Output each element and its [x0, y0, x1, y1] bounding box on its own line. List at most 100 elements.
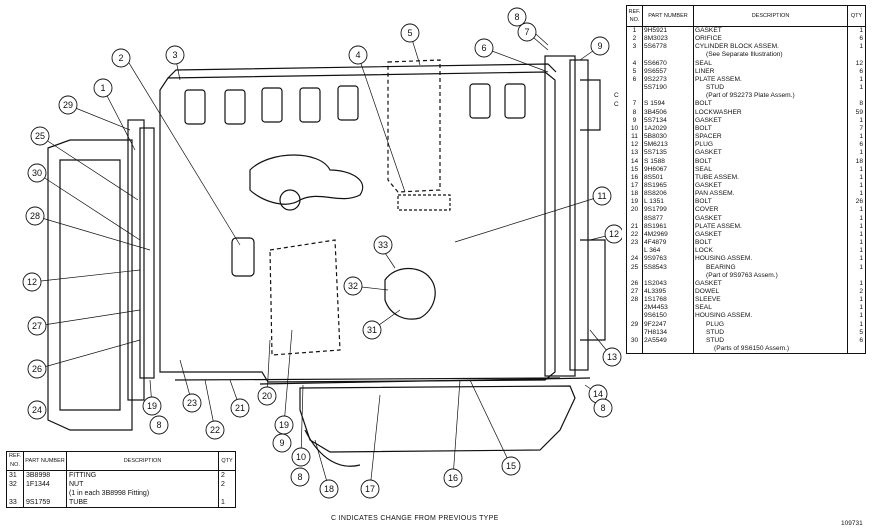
qty-cell: 1	[218, 498, 236, 508]
part-number-cell: 5B8030	[642, 133, 694, 142]
header-description: DESCRIPTION	[66, 451, 219, 471]
ref-cell	[626, 271, 643, 280]
qty-cell: 8	[847, 100, 866, 109]
callout-13: 13	[607, 352, 617, 362]
part-number-cell: 9S1759	[23, 498, 67, 508]
housing-inner	[59, 159, 121, 411]
description-cell: PLUG	[693, 141, 848, 150]
part-number-cell: L 1351	[642, 198, 694, 207]
description-cell: PLATE ASSEM.	[693, 75, 848, 85]
ref-cell: 25	[626, 263, 643, 272]
callout-5: 5	[407, 28, 412, 38]
part-number-cell: S 1588	[642, 157, 694, 166]
description-cell: GASKET	[693, 214, 848, 223]
orifice-part	[231, 237, 255, 277]
description-cell: FITTING	[66, 470, 219, 480]
qty-cell: 1	[847, 26, 866, 36]
ref-cell: 23	[626, 239, 643, 248]
description-cell: GASKET	[693, 116, 848, 125]
table-row: (Part of 9S2273 Plate Assem.)	[626, 92, 866, 101]
part-number-cell: 1F1344	[23, 480, 67, 489]
table-row: (1 in each 3B8998 Fitting)	[6, 489, 236, 498]
part-number-cell: 9S1799	[642, 206, 694, 215]
ref-cell: 22	[626, 230, 643, 240]
ref-cell: 1	[626, 26, 643, 36]
liner-sleeve	[469, 83, 491, 119]
part-number-cell: 7H8134	[642, 328, 694, 337]
callout-8-c: 8	[297, 472, 302, 482]
ref-cell: 18	[626, 190, 643, 199]
callout-21: 21	[235, 403, 245, 413]
table-row: (Part of 9S9763 Assem.)	[626, 271, 866, 280]
callout-23: 23	[187, 398, 197, 408]
description-cell: (Part of 9S2273 Plate Assem.)	[693, 92, 848, 101]
ref-cell: 16	[626, 173, 643, 182]
ref-cell: 32	[6, 480, 24, 489]
flywheel-housing	[47, 139, 133, 431]
description-cell: STUD	[693, 84, 848, 93]
part-number-cell: 1S2043	[642, 279, 694, 288]
ref-cell: 8	[626, 108, 643, 117]
change-mark: C	[614, 101, 619, 108]
qty-cell: 1	[847, 230, 866, 240]
callout-14: 14	[593, 389, 603, 399]
qty-cell: 59	[847, 108, 866, 117]
description-cell: PAN ASSEM.	[693, 190, 848, 199]
part-number-cell: L 364	[642, 247, 694, 256]
ref-cell: 24	[626, 255, 643, 264]
qty-cell: 5	[847, 328, 866, 337]
header-part-number: PART NUMBER	[23, 451, 67, 471]
qty-cell: 1	[847, 116, 866, 125]
callout-19-b: 19	[147, 401, 157, 411]
qty-cell	[847, 345, 866, 354]
ref-cell: 31	[6, 470, 24, 480]
bolt-line	[174, 377, 561, 381]
description-cell: BOLT	[693, 198, 848, 207]
qty-cell: 6	[847, 336, 866, 346]
part-number-cell: S 1594	[642, 100, 694, 109]
description-cell: GASKET	[693, 181, 848, 191]
callout-26: 26	[32, 364, 42, 374]
ref-cell: 13	[626, 149, 643, 158]
qty-cell: 1	[847, 320, 866, 329]
description-cell: STUD	[693, 328, 848, 337]
header-ref: REF. NO.	[626, 5, 643, 27]
callout-32: 32	[348, 281, 358, 291]
qty-cell: 18	[847, 157, 866, 166]
callout-19: 19	[279, 420, 289, 430]
part-number-cell: 9S2273	[642, 75, 694, 85]
part-number-cell: 5S7134	[642, 116, 694, 125]
description-cell: SEAL	[693, 304, 848, 313]
callout-7: 7	[524, 27, 529, 37]
qty-cell: 1	[847, 149, 866, 158]
ref-cell: 28	[626, 296, 643, 305]
plate-lobe	[580, 79, 601, 131]
header-qty: QTY	[218, 451, 236, 471]
qty-cell: 1	[847, 263, 866, 272]
part-number-cell: 8S1961	[642, 222, 694, 231]
callout-25: 25	[35, 131, 45, 141]
liner-sleeve	[261, 87, 283, 123]
gasket-strip	[139, 127, 155, 379]
ref-cell	[626, 312, 643, 321]
part-number-cell: 1S1768	[642, 296, 694, 305]
callout-10: 10	[296, 452, 306, 462]
description-cell: PLATE ASSEM.	[693, 222, 848, 231]
ref-cell: 20	[626, 206, 643, 215]
liner-sleeve	[299, 87, 321, 123]
